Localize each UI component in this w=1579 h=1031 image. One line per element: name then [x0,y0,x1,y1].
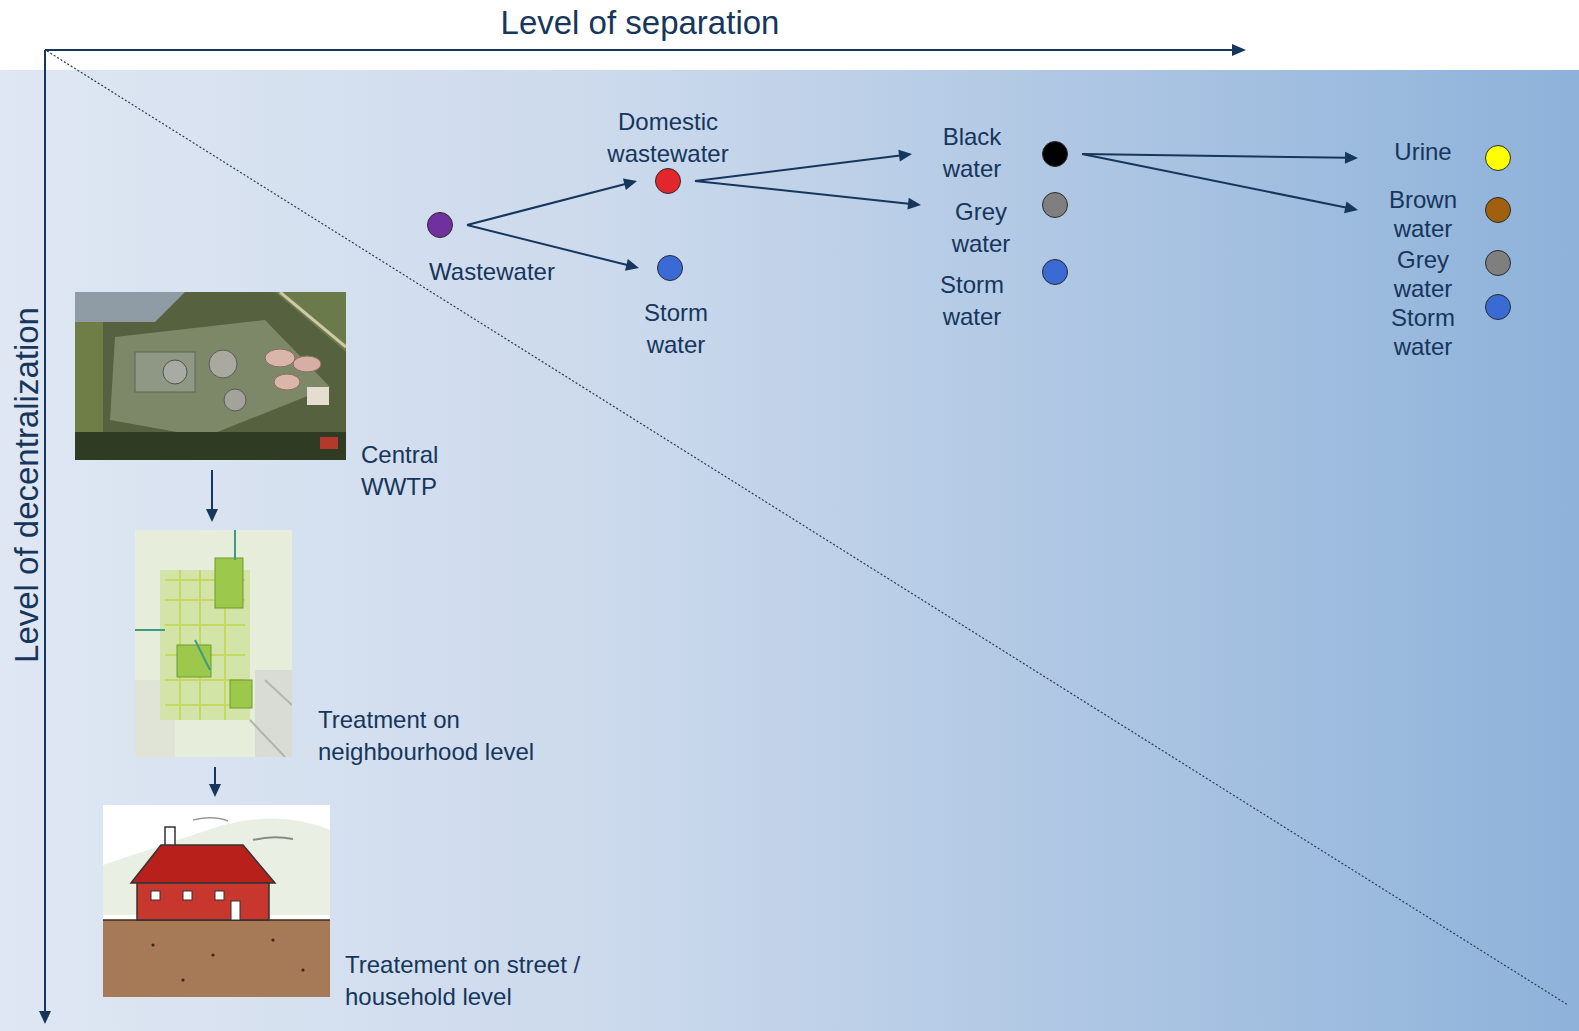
flow-label: Storm water [917,269,1027,333]
wwtp-aerial-photo [75,292,346,460]
flow-dot [657,255,683,281]
flow-label: Wastewater [407,256,577,288]
flow-dot-node: Grey water [931,192,1068,260]
connector-line [211,470,213,512]
arrowhead [1345,152,1358,164]
level-caption: Treatment on neighbourhood level [318,704,568,768]
picture-node: Treatment on neighbourhood level [135,530,292,757]
flow-label: Storm water [1368,303,1478,361]
flow-dot [1485,294,1511,320]
decentralization-axis [44,50,46,1014]
flow-label: Grey water [1368,245,1478,303]
connector-line [1082,154,1348,208]
connector-line [467,184,627,225]
flow-label: Urine [1368,137,1478,166]
arrowhead [623,178,637,190]
flow-dot-node: Storm water [621,255,731,361]
flow-label: Storm water [621,297,731,361]
diagonal-dotted-line [47,51,1568,1005]
flow-dot [1485,197,1511,223]
arrowhead [206,509,218,522]
neighbourhood-map [135,530,292,757]
arrowhead [898,150,912,162]
flow-dot-node: Domestic wastewater [593,106,743,194]
axis-title: Level of separation [501,6,780,39]
arrowhead [209,784,221,797]
axis-arrowhead [39,1011,51,1024]
flow-dot [655,168,681,194]
picture-node: Central WWTP [75,292,346,460]
flow-dot [427,212,453,238]
flow-dot-node: Black water [922,121,1068,185]
flow-arrow [467,178,637,225]
flow-dot [1485,250,1511,276]
connector-line [1082,154,1348,158]
flow-dot [1485,145,1511,171]
flow-dot-node: Urine [1368,137,1511,171]
axis-title: Level of decentralization [10,307,43,663]
flow-arrow [1082,154,1358,213]
level-caption: Central WWTP [361,439,501,503]
flow-arrow [209,767,221,797]
flow-arrow [695,181,921,210]
arrowhead [907,198,921,210]
flow-dot-node: Storm water [1368,294,1511,361]
flow-arrow [206,470,218,522]
arrowhead [625,259,639,271]
flow-dot-node: Brown water [1368,185,1511,243]
arrowhead [1344,202,1358,214]
flow-dot-node: Grey water [1368,245,1511,303]
connector-line [695,181,911,204]
flow-dot [1042,141,1068,167]
flow-label: Grey water [931,196,1031,260]
flow-label: Domestic wastewater [593,106,743,170]
separation-axis [45,49,1236,51]
level-caption: Treatement on street / household level [345,949,635,1013]
flow-dot-node: Storm water [917,259,1068,333]
flow-dot [1042,259,1068,285]
house-drawing [103,805,330,997]
flow-label: Brown water [1368,185,1478,243]
picture-node: Treatement on street / household level [103,805,330,997]
axis-arrowhead [1232,44,1246,56]
flow-dot-node: Wastewater [407,212,577,288]
flow-label: Black water [922,121,1022,185]
flow-dot [1042,192,1068,218]
